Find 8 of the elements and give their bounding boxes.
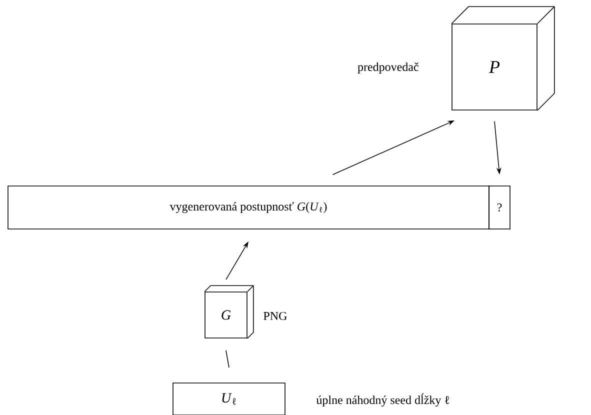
cube: G xyxy=(204,285,254,339)
cell: ? xyxy=(488,186,510,230)
caption-text: úplne náhodný seed dĺžky ℓ xyxy=(316,393,450,407)
text-box: U$_{ℓ}$ xyxy=(172,382,286,415)
cube: P xyxy=(451,6,555,111)
caption-text: PNG xyxy=(264,312,287,320)
text-box: vygenerovaná postupnosť G(U$_{ℓ}$) xyxy=(8,186,490,230)
caption-text: predpovedač xyxy=(358,62,418,74)
